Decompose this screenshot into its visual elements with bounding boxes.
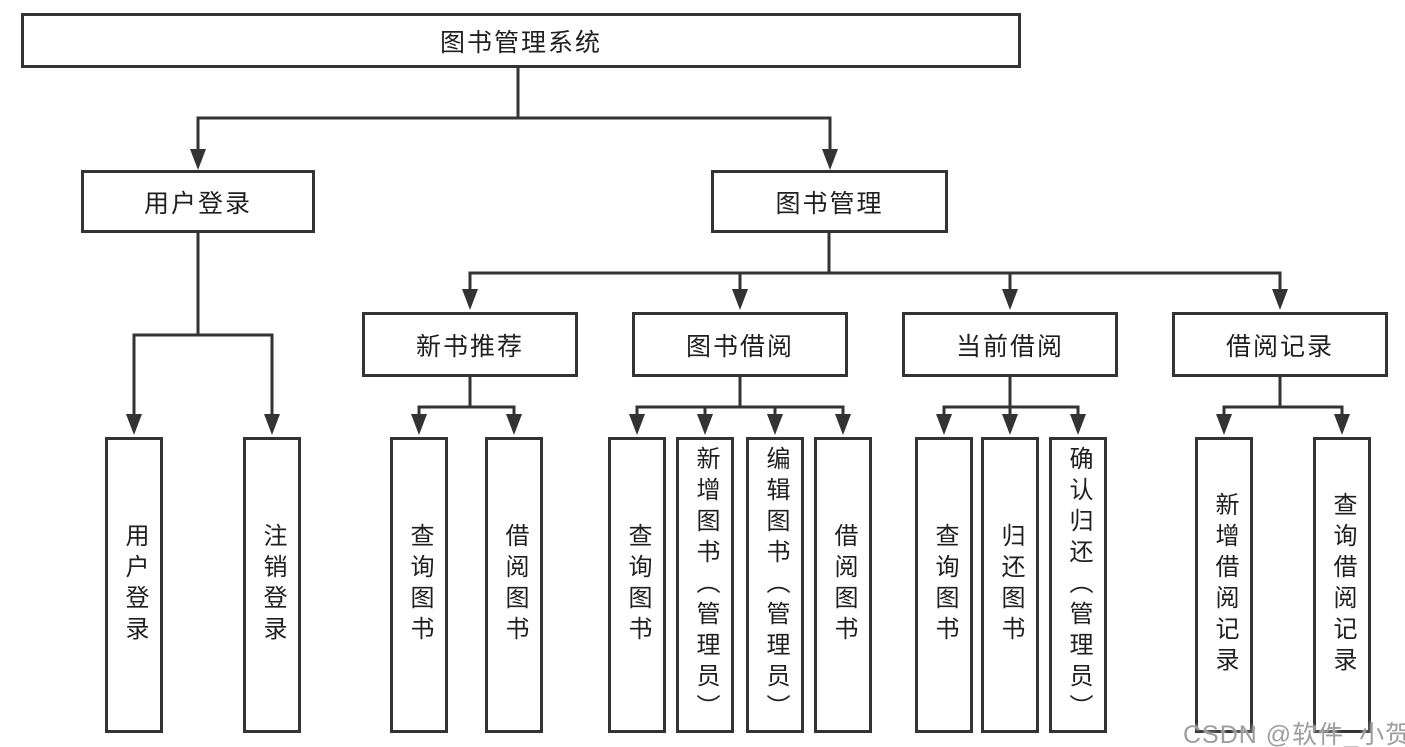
node-borrow-record: 借阅记录 [1172, 312, 1388, 377]
leaf-confirm-return-admin: 确认归还（管理员） [1049, 437, 1107, 733]
connector-recommend-to-children [411, 377, 522, 435]
connector-record-to-children [1216, 377, 1350, 435]
connector-current-to-children [936, 377, 1086, 435]
leaf-query-books-recommend: 查询图书 [390, 437, 448, 733]
leaf-query-borrow-record: 查询借阅记录 [1313, 437, 1371, 733]
leaf-borrow-books: 借阅图书 [814, 437, 872, 733]
leaf-borrow-books-recommend: 借阅图书 [485, 437, 543, 733]
node-user-login: 用户登录 [81, 170, 315, 233]
connector-bookmgmt-to-level3 [462, 233, 1288, 310]
leaf-edit-books-admin: 编辑图书（管理员） [746, 437, 804, 733]
connector-userlogin-to-children [126, 233, 280, 435]
connector-root-to-level2 [190, 68, 838, 170]
leaf-add-borrow-record: 新增借阅记录 [1195, 437, 1253, 733]
leaf-add-books-admin: 新增图书（管理员） [676, 437, 734, 733]
csdn-watermark: CSDN @软件_小贺同学 [1183, 721, 1405, 747]
node-current-borrow: 当前借阅 [902, 312, 1118, 377]
leaf-return-books: 归还图书 [981, 437, 1039, 733]
leaf-query-books-current: 查询图书 [915, 437, 973, 733]
node-new-book-recommend: 新书推荐 [362, 312, 578, 377]
node-book-borrow: 图书借阅 [632, 312, 848, 377]
node-book-management: 图书管理 [711, 170, 948, 233]
node-root-system: 图书管理系统 [21, 13, 1021, 68]
leaf-logout: 注销登录 [243, 437, 301, 733]
leaf-user-login: 用户登录 [105, 437, 163, 733]
leaf-query-books-borrow: 查询图书 [608, 437, 666, 733]
connector-borrow-to-children [629, 377, 851, 435]
